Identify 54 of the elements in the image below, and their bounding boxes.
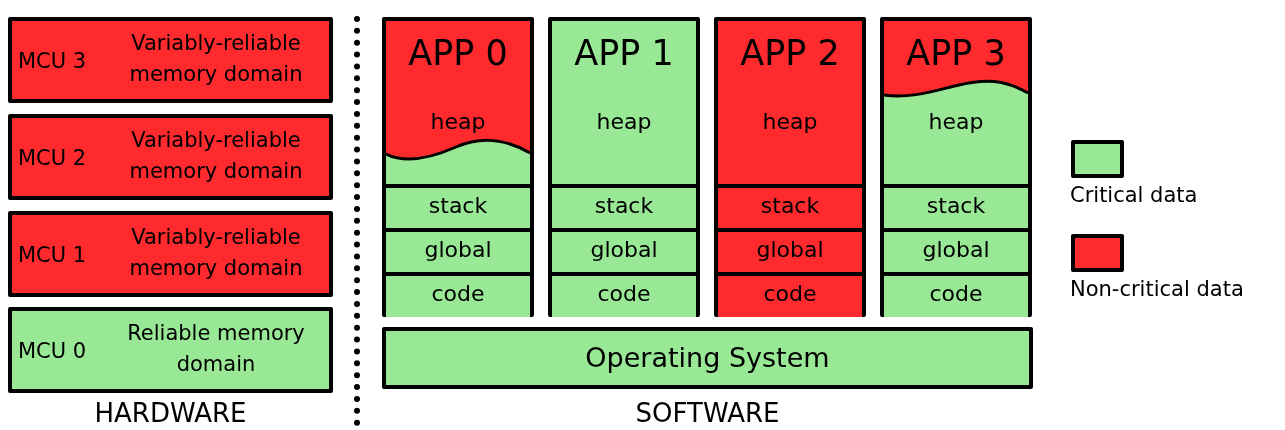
memory-domain-box [8,114,333,200]
memory-segment [718,184,862,228]
memory-segment [552,228,696,272]
domain-label: Variably-reliable memory domain [128,224,304,282]
segment-label: code [928,281,984,306]
segment-label: stack [759,193,821,218]
legend-label: Non-critical data [1070,277,1244,301]
memory-segment [718,228,862,272]
memory-domain-box [8,307,333,393]
section-label: HARDWARE [93,398,248,428]
memory-domain-box [8,211,333,297]
domain-label: Reliable memory domain [126,320,306,378]
segment-label: stack [593,193,655,218]
memory-segment [386,184,530,228]
app-title: APP 3 [905,33,1007,73]
os-box [382,327,1033,389]
segment-label: code [430,281,486,306]
mcu-label: MCU 2 [18,146,87,170]
heap-label: heap [429,109,487,134]
mcu-label: MCU 0 [18,339,87,363]
memory-segment [884,272,1028,317]
app-title: APP 0 [407,33,509,73]
legend-label: Critical data [1070,183,1198,207]
memory-segment [552,272,696,317]
segment-label: code [762,281,818,306]
segment-label: global [589,237,659,262]
app-title: APP 2 [739,33,841,73]
heap-label: heap [595,109,653,134]
app-column [548,17,700,317]
segment-label: global [423,237,493,262]
mcu-label: MCU 3 [18,49,87,73]
memory-segment [884,184,1028,228]
heap-label: heap [927,109,985,134]
domain-label: Variably-reliable memory domain [128,127,304,185]
memory-segment [386,228,530,272]
section-label: SOFTWARE [634,398,781,428]
memory-domain-box [8,17,333,103]
segment-label: stack [925,193,987,218]
app-column [880,17,1032,317]
domain-label: Variably-reliable memory domain [128,30,304,88]
memory-segment [386,272,530,317]
memory-segment [884,228,1028,272]
app-column [382,17,534,317]
segment-label: global [755,237,825,262]
app-title: APP 1 [573,33,675,73]
segment-label: stack [427,193,489,218]
memory-segment [718,272,862,317]
heap-label: heap [761,109,819,134]
segment-label: code [596,281,652,306]
memory-segment [552,184,696,228]
segment-label: global [921,237,991,262]
os-label: Operating System [584,342,831,373]
app-column [714,17,866,317]
mcu-label: MCU 1 [18,243,87,267]
